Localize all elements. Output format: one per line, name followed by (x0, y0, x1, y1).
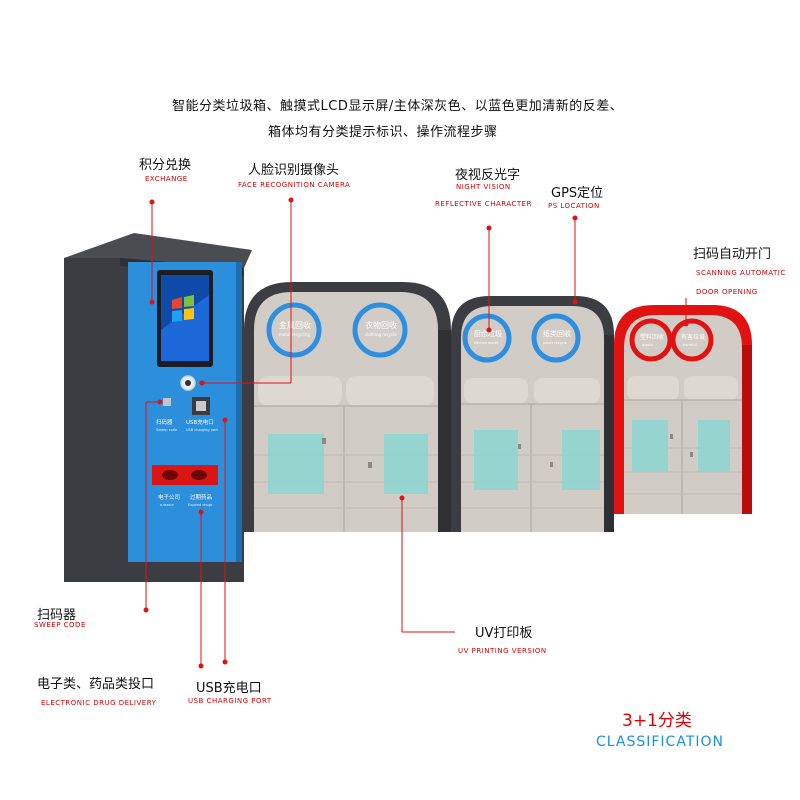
panel-usb-label: USB充电口 (186, 418, 214, 426)
delivery-slot (152, 465, 218, 485)
bin2-right-label: 纸类回收 (543, 329, 571, 338)
bin2-right-sub: paper recycle (543, 341, 567, 345)
bin2-left-sub: kitchen waste (474, 341, 498, 345)
label-night-en2: REFLECTIVE CHARACTER (435, 200, 532, 208)
label-scan-door: 扫码自动开门 (693, 247, 772, 262)
label-usb-en: USB CHARGING PORT (188, 697, 272, 705)
bin3-left-label: 塑料回收 (640, 333, 664, 341)
classification-subtitle: CLASSIFICATION (596, 734, 724, 750)
headline-line2: 箱体均有分类提示标识、操作流程步骤 (268, 125, 498, 140)
bin1-left-label: 金属回收 (279, 320, 311, 330)
label-face: 人脸识别摄像头 (248, 163, 340, 178)
label-electronic-en: ELECTRONIC DRUG DELIVERY (41, 699, 157, 707)
scanner-icon (163, 398, 171, 406)
panel-usb-sub: USB charging port (186, 428, 219, 432)
label-scan-door-en2: DOOR OPENING (696, 288, 758, 296)
bin1-right-sub: clothing recycle (365, 332, 397, 337)
callout-dots (143, 197, 689, 669)
uv-panel (268, 434, 324, 494)
classification-title: 3+1分类 (622, 711, 692, 731)
headline-line1: 智能分类垃圾箱、触摸式LCD显示屏/主体深灰色、以蓝色更加清新的反差、 (172, 99, 624, 114)
slot-right-label: 过期药品 (190, 493, 213, 501)
panel-scanner-label: 扫码器 (156, 418, 173, 426)
label-exchange-en: EXCHANGE (145, 175, 188, 183)
bin2-left-label: 厨余垃圾 (474, 329, 502, 338)
label-night-en1: NIGHT VISION (456, 183, 511, 191)
label-electronic: 电子类、药品类投口 (37, 677, 155, 692)
label-gps-en: PS LOCATION (548, 202, 600, 210)
bin3-left-sub: plastic (642, 343, 654, 347)
label-sweep: 扫码器 (37, 608, 77, 623)
bin-unit-1: 金属回收 metal recycling 衣物回收 clothing recyc… (244, 282, 451, 532)
bin1-left-sub: metal recycling (279, 332, 310, 337)
label-usb: USB充电口 (196, 681, 262, 696)
panel-scanner-sub: Sweep code (156, 428, 177, 432)
slot-left-label: 电子公司 (158, 493, 180, 501)
bin3-right-label: 有害垃圾 (681, 333, 705, 341)
callout-lines (145, 200, 687, 666)
kiosk-unit: 扫码器 Sweep code USB充电口 USB charging port … (64, 233, 252, 582)
label-sweep-en: SWEEP CODE (34, 621, 86, 629)
label-exchange: 积分兑换 (139, 158, 192, 173)
label-night: 夜视反光字 (455, 168, 521, 183)
label-uv: UV打印板 (475, 626, 533, 641)
bin-unit-2: 厨余垃圾 kitchen waste 纸类回收 paper recycle (451, 296, 614, 532)
bin-unit-3: 塑料回收 plastic 有害垃圾 harmful (614, 305, 752, 514)
label-face-en: FACE RECOGNITION CAMERA (238, 181, 351, 189)
slot-left-sub: e-waste (160, 503, 174, 507)
slot-right-sub: Expired drugs (188, 503, 212, 507)
label-uv-en: UV PRINTING VERSION (458, 647, 547, 655)
label-gps: GPS定位 (551, 186, 604, 201)
bin3-right-sub: harmful (683, 343, 697, 347)
bin1-right-label: 衣物回收 (365, 320, 397, 330)
label-scan-door-en1: SCANNING AUTOMATIC (696, 269, 786, 277)
